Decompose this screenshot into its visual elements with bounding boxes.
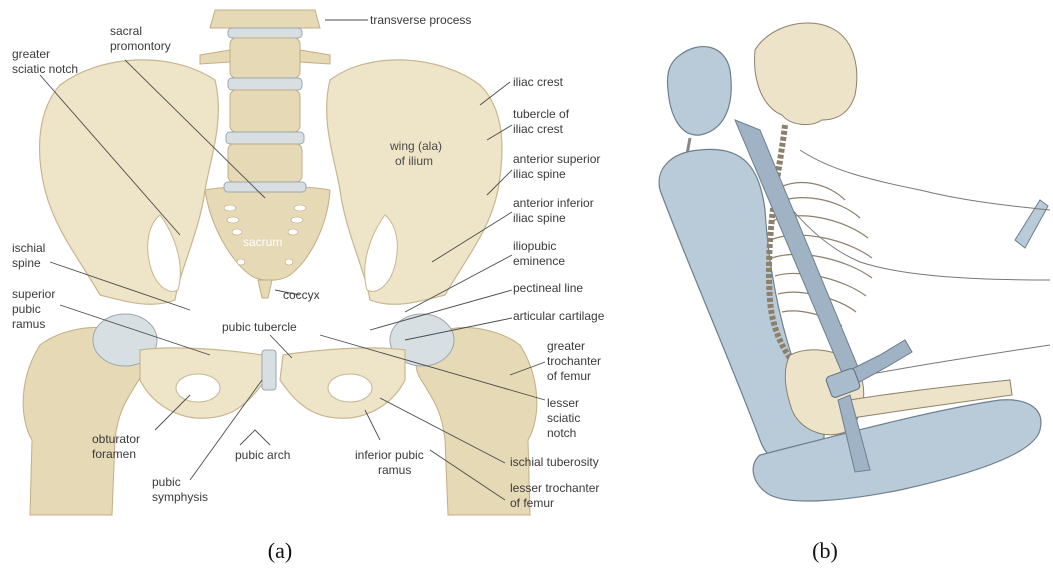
- label-ischial-spine-1: ischial: [12, 241, 45, 255]
- label-transverse-process: transverse process: [370, 13, 471, 27]
- label-inferior-pubic-1: inferior pubic: [355, 448, 424, 462]
- label-tubercle-1: tubercle of: [513, 107, 570, 121]
- label-tubercle-2: iliac crest: [513, 122, 564, 136]
- label-greater-trochanter-2: trochanter: [547, 354, 601, 368]
- label-inferior-pubic-2: ramus: [378, 463, 411, 477]
- label-sacral-promontory-2: promontory: [110, 39, 171, 53]
- label-asis-2: iliac spine: [513, 167, 566, 181]
- label-pubic-arch: pubic arch: [235, 448, 290, 462]
- left-obturator-foramen: [176, 374, 220, 402]
- label-iliopubic-2: eminence: [513, 254, 565, 268]
- label-sup-pubic-ramus-3: ramus: [12, 317, 45, 331]
- label-ischial-tuberosity: ischial tuberosity: [510, 455, 599, 469]
- caption-a: (a): [268, 538, 292, 563]
- label-pectineal-line: pectineal line: [513, 281, 583, 295]
- label-articular-cartilage: articular cartilage: [513, 309, 605, 323]
- label-pubic-tubercle: pubic tubercle: [222, 320, 297, 334]
- label-sacrum: sacrum: [243, 235, 282, 249]
- label-lesser-sciatic-2: sciatic: [547, 411, 580, 425]
- coccyx-bone: [258, 280, 272, 298]
- label-greater-sciatic-notch-2: sciatic notch: [12, 62, 78, 76]
- label-obturator-2: foramen: [92, 447, 136, 461]
- label-ischial-spine-2: spine: [12, 256, 41, 270]
- pubic-symphysis-cartilage: [262, 350, 276, 390]
- label-pubic-symphysis-2: symphysis: [152, 490, 208, 504]
- skull: [755, 23, 857, 125]
- label-aiis-2: iliac spine: [513, 211, 566, 225]
- seated-skeleton-illustration: [659, 23, 1050, 501]
- label-greater-trochanter-3: of femur: [547, 369, 591, 383]
- label-asis-1: anterior superior: [513, 152, 600, 166]
- label-obturator-1: obturator: [92, 432, 140, 446]
- label-greater-trochanter-1: greater: [547, 339, 585, 353]
- label-lesser-trochanter-1: lesser trochanter: [510, 481, 599, 495]
- headrest: [668, 47, 732, 136]
- label-greater-sciatic-notch-1: greater: [12, 47, 50, 61]
- lumbar-vertebrae: [200, 10, 330, 192]
- label-sup-pubic-ramus-2: pubic: [12, 302, 41, 316]
- arm-outline: [800, 150, 1050, 210]
- label-lesser-trochanter-2: of femur: [510, 496, 554, 510]
- label-aiis-1: anterior inferior: [513, 196, 594, 210]
- right-ilium: [327, 60, 502, 304]
- label-coccyx: coccyx: [283, 288, 320, 302]
- label-wing-1: wing (ala): [389, 139, 442, 153]
- label-sacral-promontory-1: sacral: [110, 24, 142, 38]
- label-iliopubic-1: iliopubic: [513, 239, 556, 253]
- caption-b: (b): [812, 538, 838, 563]
- label-wing-2: of ilium: [395, 154, 433, 168]
- label-sup-pubic-ramus-1: superior: [12, 287, 55, 301]
- sacrum-bone: [205, 186, 330, 280]
- label-pubic-symphysis-1: pubic: [152, 475, 181, 489]
- label-iliac-crest: iliac crest: [513, 75, 564, 89]
- right-obturator-foramen: [328, 374, 372, 402]
- label-lesser-sciatic-3: notch: [547, 426, 576, 440]
- label-lesser-sciatic-1: lesser: [547, 396, 579, 410]
